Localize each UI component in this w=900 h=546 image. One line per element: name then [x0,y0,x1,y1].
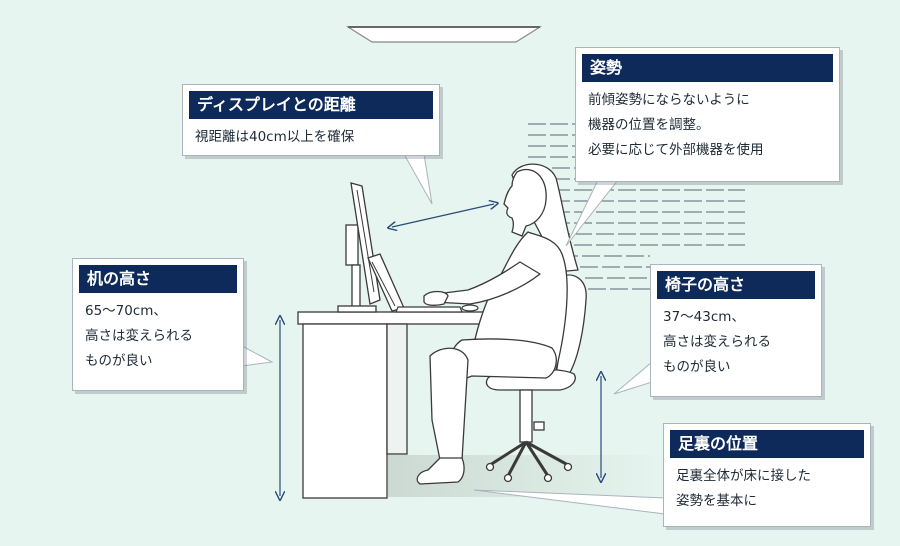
viewing-distance-arrow [392,204,494,227]
callout-posture-line: 前傾姿勢にならないように [588,92,750,108]
desk [297,311,499,499]
callout-desk-line: ものが良い [85,353,153,369]
callout-posture-line: 必要に応じて外部機器を使用 [588,142,764,158]
callout-feet-body: 足裏全体が床に接した 姿勢を基本に [670,458,864,514]
callout-display-body: 視距離は40cm以上を確保 [189,119,433,150]
callout-posture-title: 姿勢 [582,54,833,82]
callout-chair-body: 37〜43cm、 高さは変えられる ものが良い [657,299,815,380]
callout-display-title: ディスプレイとの距離 [189,91,433,119]
callout-chair-title: 椅子の高さ [657,271,815,299]
callout-posture-line: 機器の位置を調整。 [588,117,710,133]
callout-chair-line: 37〜43cm、 [663,309,745,325]
callout-chair-line: 高さは変えられる [663,334,771,350]
callout-pointers [241,153,666,515]
callout-chair-line: ものが良い [663,359,731,375]
callout-desk-line: 65〜70cm、 [85,303,167,319]
callout-posture: 姿勢 前傾姿勢にならないように 機器の位置を調整。 必要に応じて外部機器を使用 [575,47,840,182]
callout-display-line: 視距離は40cm以上を確保 [195,129,355,145]
keyboard [395,304,479,313]
callout-desk-height: 机の高さ 65〜70cm、 高さは変えられる ものが良い [72,258,244,391]
callout-desk-title: 机の高さ [79,265,237,293]
callout-display-distance: ディスプレイとの距離 視距離は40cm以上を確保 [182,84,440,156]
callout-feet-line: 足裏全体が床に接した [676,468,811,484]
seated-person [416,163,579,485]
callout-desk-line: 高さは変えられる [85,328,193,344]
window-blinds [528,123,745,290]
callout-feet-line: 姿勢を基本に [676,493,757,509]
callout-desk-body: 65〜70cm、 高さは変えられる ものが良い [79,293,237,374]
monitor [337,182,381,313]
chair [485,274,587,483]
measurement-arrows [280,204,601,496]
callout-chair-height: 椅子の高さ 37〜43cm、 高さは変えられる ものが良い [650,264,822,397]
ceiling-lamp [345,26,543,43]
callout-feet-title: 足裏の位置 [670,430,864,458]
callout-feet-position: 足裏の位置 足裏全体が床に接した 姿勢を基本に [663,423,871,527]
callout-posture-body: 前傾姿勢にならないように 機器の位置を調整。 必要に応じて外部機器を使用 [582,82,833,163]
